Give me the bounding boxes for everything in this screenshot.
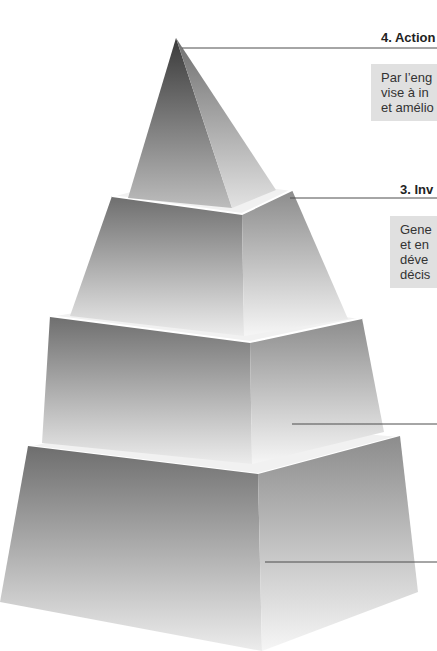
- tier-side-face: [250, 318, 384, 464]
- tier-heading: 3. Inv: [400, 182, 433, 197]
- tier-description: Gene et en déve décis: [390, 216, 437, 288]
- text-panel: 4. ActionPar l’eng vise à in et amélio: [371, 64, 437, 121]
- tier-front-face: [70, 196, 244, 336]
- tip-side-face: [176, 38, 276, 208]
- tier-side-face: [242, 190, 348, 336]
- leader-line: [292, 424, 437, 425]
- tier-front-face: [0, 446, 262, 651]
- leader-line: [182, 48, 437, 49]
- leader-line: [265, 562, 437, 563]
- leader-line: [290, 198, 437, 199]
- tier-description: Par l’eng vise à in et amélio: [371, 64, 437, 121]
- tier-side-face: [258, 436, 418, 651]
- tier-heading: 4. Action: [381, 30, 435, 45]
- text-panel: 3. InvGene et en déve décis: [390, 216, 437, 288]
